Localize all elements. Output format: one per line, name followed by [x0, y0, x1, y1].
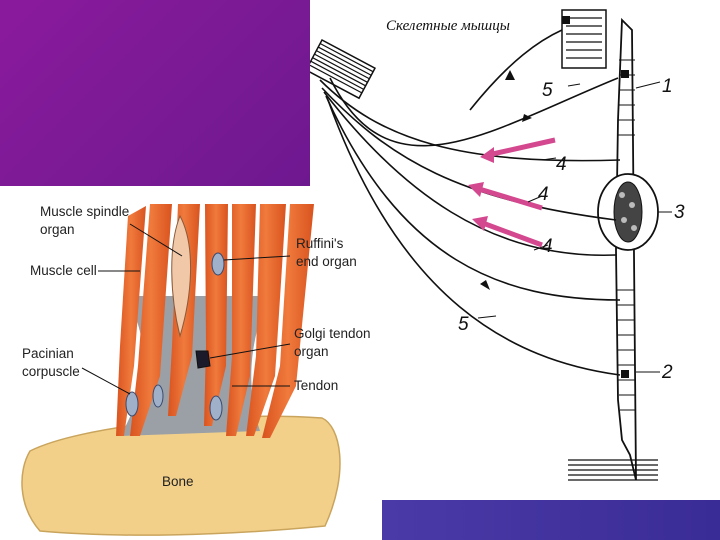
purple-panel: [0, 0, 310, 186]
label-4c: 4: [542, 236, 553, 257]
label-bone: Bone: [162, 474, 194, 489]
number-leaders: [477, 81, 672, 373]
ganglion: [597, 173, 659, 251]
label-5b: 5: [458, 314, 469, 335]
top-receptor-box: [561, 9, 607, 69]
pacinian-corpuscle-3: [209, 395, 223, 421]
label-1: 1: [662, 76, 673, 97]
direction-arrows: [480, 70, 532, 290]
bottom-muscle-block: [568, 459, 658, 481]
pacinian-corpuscle: [125, 391, 139, 417]
label-ruffini-2: end organ: [296, 254, 357, 269]
golgi-tendon-organ: [195, 350, 211, 369]
label-muscle-cell: Muscle cell: [30, 263, 97, 278]
pink-arrows: [468, 137, 556, 248]
label-leaders: [81, 223, 291, 395]
nerve-fibers: [319, 29, 621, 376]
label-3: 3: [674, 202, 685, 223]
label-muscle-spindle-2: organ: [40, 222, 75, 237]
label-pacinian: Pacinian: [22, 346, 74, 361]
blue-bar: [382, 500, 720, 540]
slide-title: Скелетные мышцы: [386, 18, 510, 34]
pacinian-corpuscle-2: [152, 384, 164, 408]
label-golgi-2: organ: [294, 344, 329, 359]
label-2: 2: [661, 362, 673, 383]
label-4b: 4: [538, 184, 549, 205]
anatomy-illustration: Muscle spindle organ Muscle cell Ruffini…: [21, 204, 371, 536]
label-pacinian-2: corpuscle: [22, 364, 80, 379]
reflex-diagram: 1 2 3 4 4 4 5 5: [310, 9, 685, 481]
label-5a: 5: [542, 80, 553, 101]
label-4a: 4: [556, 154, 567, 175]
label-tendon: Tendon: [294, 378, 338, 393]
label-golgi: Golgi tendon: [294, 326, 371, 341]
muscle-fiber-block: [310, 38, 376, 100]
ruffini-ending: [211, 252, 225, 276]
label-ruffini: Ruffini's: [296, 236, 344, 251]
label-muscle-spindle: Muscle spindle: [40, 204, 129, 219]
muscle-spindle: [171, 214, 191, 338]
